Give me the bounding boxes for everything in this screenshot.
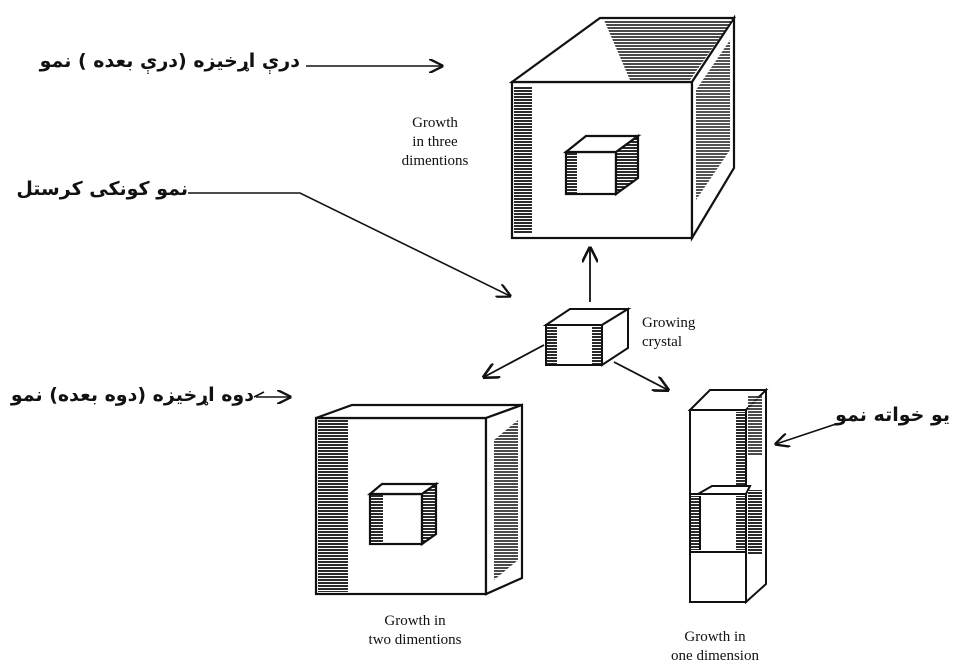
label-three-line-2: in three — [412, 134, 458, 150]
label-one-dimension: Growth in one dimension — [650, 628, 780, 666]
label-two-line-1: Growth in — [384, 613, 446, 629]
label-growing-line-1: Growing — [642, 315, 696, 331]
annotation-two-dimensions: دوه اړخيزه (دوه بعده) نمو — [10, 384, 254, 406]
pointer-growing — [188, 192, 510, 296]
pointer-one-dim — [776, 423, 837, 444]
label-three-line-1: Growth — [412, 115, 458, 131]
label-three-dimensions: Growth in three dimentions — [380, 114, 490, 171]
arrow-left-down — [484, 344, 545, 377]
annotation-three-dimensions: درې اړخيزه (درې بعده ) نمو — [39, 50, 300, 72]
arrow-right-down — [613, 361, 668, 390]
cube-three-dimensions — [508, 14, 737, 242]
column-one-dimension — [687, 387, 769, 605]
label-growing-line-2: crystal — [642, 334, 682, 350]
label-two-line-2: two dimentions — [368, 632, 462, 648]
label-two-dimensions: Growth in two dimentions — [340, 612, 490, 650]
label-one-line-2: one dimension — [671, 648, 759, 664]
growth-arrows — [484, 248, 668, 390]
annotation-one-dimension: يو خواته نمو — [835, 404, 950, 426]
annotation-growing-crystal: نمو کونکی کرستل — [16, 178, 188, 200]
annotation-pointers — [188, 66, 837, 444]
label-three-line-3: dimentions — [401, 153, 469, 169]
cube-two-dimensions — [314, 403, 524, 596]
label-one-line-1: Growth in — [684, 629, 746, 645]
pointer-two-dim-tail — [253, 391, 265, 398]
label-growing-crystal: Growing crystal — [642, 314, 742, 352]
cube-growing-crystal — [542, 307, 632, 367]
